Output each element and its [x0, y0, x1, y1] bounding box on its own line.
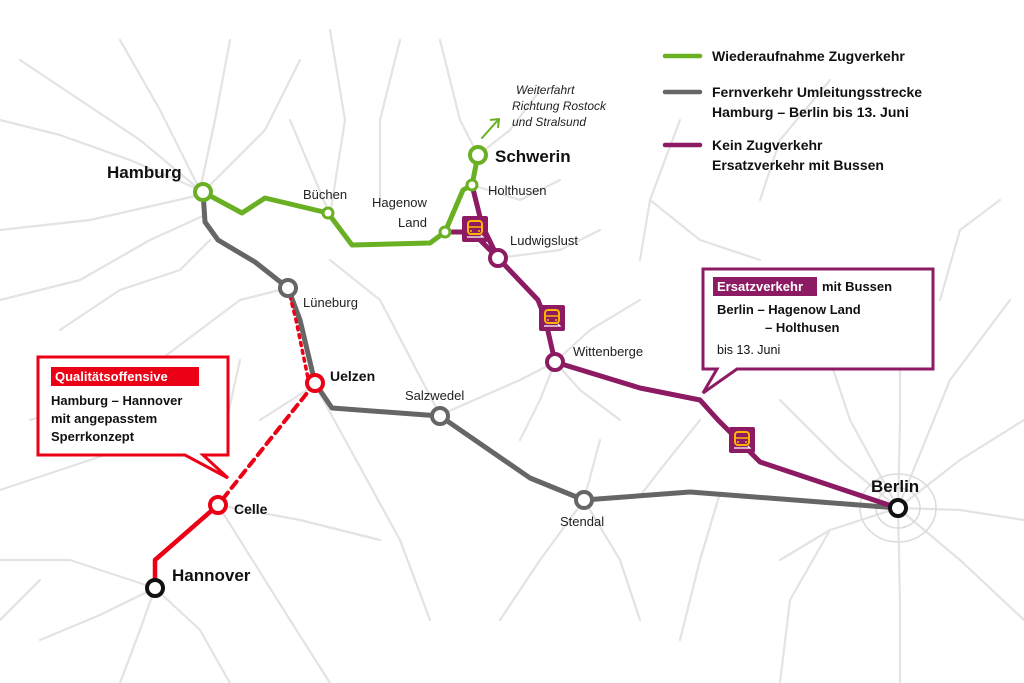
station-holthusen[interactable] — [465, 178, 479, 192]
label-ludwigslust: Ludwigslust — [510, 233, 578, 248]
legend-label-no-service-2: Ersatzverkehr mit Bussen — [712, 157, 884, 173]
label-salzwedel: Salzwedel — [405, 388, 464, 403]
legend-label-resumed: Wiederaufnahme Zugverkehr — [712, 48, 905, 64]
label-buechen: Büchen — [303, 187, 347, 202]
route-red-dashed — [216, 381, 317, 507]
legend: Wiederaufnahme Zugverkehr Fernverkehr Um… — [662, 48, 922, 173]
note-line-1: Weiterfahrt — [516, 83, 575, 97]
callout-quality-tag: Qualitätsoffensive — [55, 369, 168, 384]
station-hamburg[interactable] — [193, 182, 213, 202]
bus-icon — [462, 216, 488, 242]
callout-quality-line-2: mit angepasstem — [51, 411, 157, 426]
callout-bus-tag-bg — [713, 277, 817, 296]
station-celle[interactable] — [208, 495, 228, 515]
station-buechen[interactable] — [321, 206, 335, 220]
continuation-arrow — [481, 119, 499, 139]
label-hannover: Hannover — [172, 566, 251, 585]
station-labels: Hamburg Schwerin Berlin Hannover Uelzen … — [107, 147, 919, 585]
station-stendal[interactable] — [574, 490, 594, 510]
station-berlin[interactable] — [888, 498, 908, 518]
station-schwerin[interactable] — [468, 145, 488, 165]
continuation-note: Weiterfahrt Richtung Rostock und Stralsu… — [512, 83, 607, 129]
note-line-2: Richtung Rostock — [512, 99, 607, 113]
label-stendal: Stendal — [560, 514, 604, 529]
station-ludwigslust[interactable] — [488, 248, 508, 268]
callout-quality-line-3: Sperrkonzept — [51, 429, 135, 444]
legend-label-detour-1: Fernverkehr Umleitungsstrecke — [712, 84, 922, 100]
callout-quality-frame — [36, 355, 230, 480]
bus-icon — [729, 427, 755, 453]
station-wittenberge[interactable] — [545, 352, 565, 372]
callout-bus-line-2: – Holthusen — [765, 320, 839, 335]
callout-quality-tag-bg — [51, 367, 199, 386]
callout-bus-line-1: Berlin – Hagenow Land — [717, 302, 861, 317]
bus-icon — [539, 305, 565, 331]
station-uelzen[interactable] — [305, 373, 325, 393]
callout-bus-date: bis 13. Juni — [717, 343, 780, 357]
label-berlin: Berlin — [871, 477, 919, 496]
station-salzwedel[interactable] — [430, 406, 450, 426]
note-line-3: und Stralsund — [512, 115, 586, 129]
label-holthusen: Holthusen — [488, 183, 547, 198]
label-hagenow-land-2: Land — [398, 215, 427, 230]
callout-bus: Ersatzverkehr mit Bussen Berlin – Hageno… — [701, 267, 935, 395]
label-hamburg: Hamburg — [107, 163, 182, 182]
label-wittenberge: Wittenberge — [573, 344, 643, 359]
station-lueneburg[interactable] — [278, 278, 298, 298]
callout-bus-frame — [701, 267, 935, 395]
bus-icons — [462, 216, 755, 453]
callout-bus-tag: Ersatzverkehr — [717, 279, 803, 294]
station-hagenow-land[interactable] — [438, 225, 452, 239]
route-red-dotted — [286, 286, 310, 380]
label-schwerin: Schwerin — [495, 147, 571, 166]
label-celle: Celle — [234, 501, 268, 517]
label-hagenow-land-1: Hagenow — [372, 195, 428, 210]
label-lueneburg: Lüneburg — [303, 295, 358, 310]
background-network — [0, 28, 1024, 683]
continuation-arrow-head — [489, 118, 500, 129]
callout-bus-tag-suffix: mit Bussen — [822, 279, 892, 294]
callout-quality: Qualitätsoffensive Hamburg – Hannover mi… — [36, 355, 230, 480]
legend-label-detour-2: Hamburg – Berlin bis 13. Juni — [712, 104, 909, 120]
stations — [145, 145, 908, 598]
legend-label-no-service-1: Kein Zugverkehr — [712, 137, 823, 153]
station-hannover[interactable] — [145, 578, 165, 598]
label-uelzen: Uelzen — [330, 368, 375, 384]
callout-quality-line-1: Hamburg – Hannover — [51, 393, 182, 408]
